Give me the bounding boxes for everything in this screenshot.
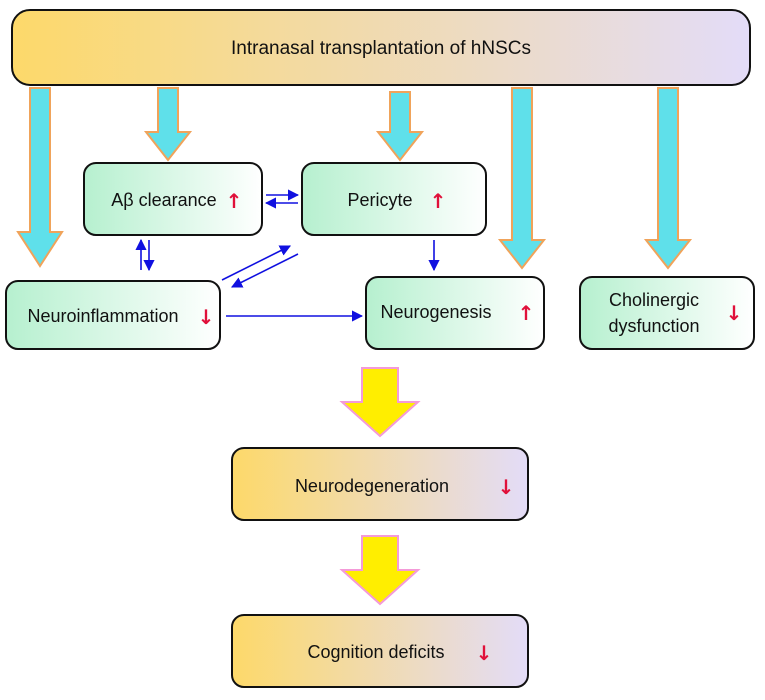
neuroinflammation-label: Neuroinflammation: [27, 306, 178, 326]
cholinergic-label-line2: dysfunction: [608, 316, 699, 336]
up-arrow-icon: ↑: [430, 189, 447, 213]
down-arrow-icon: ↓: [726, 301, 743, 325]
cyan-arrows: [16, 87, 693, 270]
up-arrow-icon: ↑: [518, 301, 535, 325]
node-cholinergic-dysfunction: Cholinergic dysfunction ↓: [579, 276, 755, 350]
arrow-pericyte-to-neuroinflammation: [230, 253, 299, 288]
yellow-arrow-to-neurodegeneration: [339, 367, 421, 438]
cognition-label: Cognition deficits: [307, 642, 444, 662]
pericyte-label: Pericyte: [347, 190, 412, 210]
arrow-neuroinflammation-to-pericyte: [221, 245, 292, 281]
title-text: Intranasal transplantation of hNSCs: [231, 38, 531, 59]
relationship-arrows: [135, 189, 440, 322]
cholinergic-label-line1: Cholinergic: [609, 290, 699, 310]
neurodegeneration-label: Neurodegeneration: [295, 476, 449, 496]
title-banner: Intranasal transplantation of hNSCs: [11, 9, 751, 86]
abeta-label: Aβ clearance: [111, 190, 216, 210]
node-abeta-clearance: Aβ clearance ↑: [83, 162, 263, 236]
yellow-arrow-to-cognition: [339, 535, 421, 606]
arrow-to-pericyte: [375, 91, 425, 162]
node-cognition-deficits: Cognition deficits ↓: [231, 614, 529, 688]
node-pericyte: Pericyte ↑: [301, 162, 487, 236]
node-neurogenesis: Neurogenesis ↑: [365, 276, 545, 350]
down-arrow-icon: ↓: [198, 305, 215, 329]
down-arrow-icon: ↓: [498, 475, 515, 499]
arrow-to-abeta: [143, 87, 193, 162]
down-arrow-icon: ↓: [476, 641, 493, 665]
node-neuroinflammation: Neuroinflammation ↓: [5, 280, 221, 350]
arrow-to-cholinergic: [643, 87, 693, 270]
neurogenesis-label: Neurogenesis: [380, 302, 491, 322]
arrow-to-neurogenesis: [497, 87, 547, 270]
node-neurodegeneration: Neurodegeneration ↓: [231, 447, 529, 521]
arrow-to-neuroinflammation: [16, 87, 64, 268]
up-arrow-icon: ↑: [226, 189, 243, 213]
